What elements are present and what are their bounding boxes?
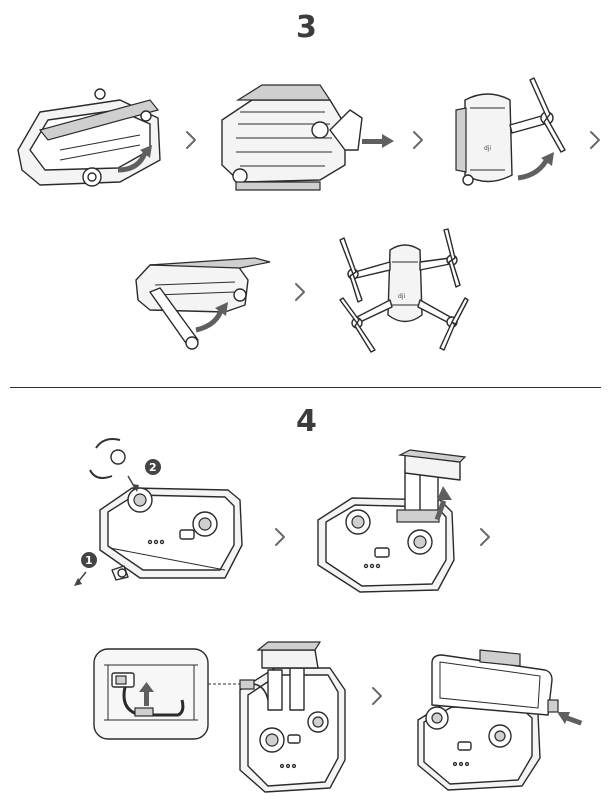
chevron-right-icon: [372, 687, 382, 705]
remote-controller-illustration-b: [317, 449, 467, 593]
drone-rear-arm-unfold-illustration: dji: [455, 77, 566, 186]
left-arrow-4d: [557, 712, 583, 726]
drone-unfolded-top-view-illustration: dji: [339, 228, 469, 353]
chevron-right-icon: [480, 528, 490, 546]
step-3-number: 3: [296, 10, 317, 45]
curved-arrow-3d: [195, 302, 228, 333]
remote-controller-illustration-a: [89, 438, 243, 581]
section-divider: [10, 387, 601, 388]
remote-controller-with-phone-illustration: [417, 649, 559, 791]
chevron-right-icon: [275, 528, 285, 546]
chevron-right-icon: [413, 131, 423, 149]
curved-arrow-3c: [517, 152, 554, 181]
step-4-number: 4: [296, 404, 317, 439]
straight-arrow-3b: [362, 134, 394, 148]
callout-2-label: 2: [149, 461, 157, 474]
callout-1-label: 1: [85, 554, 93, 567]
up-arrow-4b: [434, 486, 452, 521]
cable-detail-inset: [93, 648, 209, 740]
drone-folded-with-strap-illustration: [17, 88, 161, 187]
callout-badges-4a: 1 2: [74, 459, 161, 586]
curved-arrow-3a: [117, 145, 152, 173]
chevron-right-icon: [295, 283, 305, 301]
svg-text:dji: dji: [398, 293, 405, 300]
drone-unfolding-illustration: [221, 84, 363, 191]
chevron-right-icon: [186, 131, 196, 149]
remote-controller-illustration-c: [239, 641, 346, 793]
chevron-right-icon: [590, 131, 600, 149]
svg-text:dji: dji: [484, 145, 491, 152]
drone-lower-arm-unfold-illustration: [135, 257, 271, 350]
